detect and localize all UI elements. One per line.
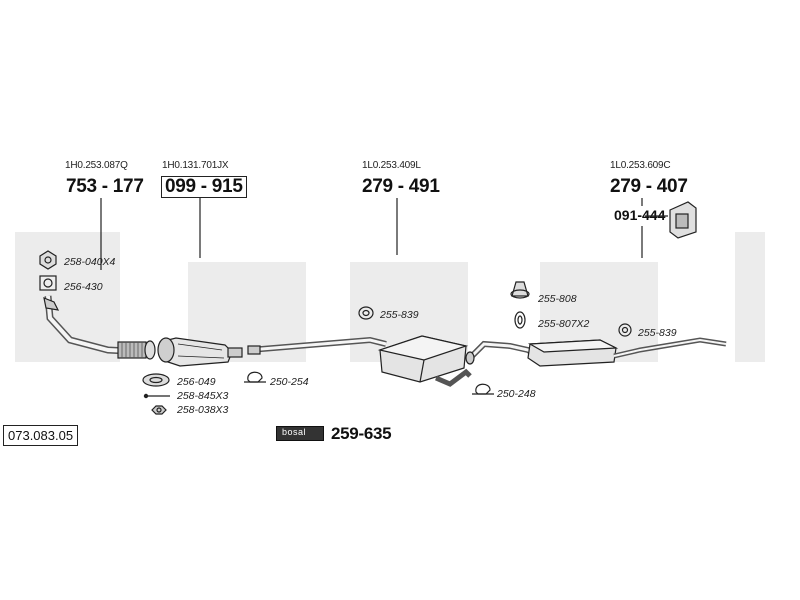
label-clamp-rear: 250-248 bbox=[497, 388, 536, 400]
watermark-letter-l bbox=[735, 232, 765, 362]
clamp-rear-icon bbox=[475, 383, 491, 395]
rubber-ring-hole bbox=[517, 315, 523, 325]
nut-hole bbox=[156, 407, 162, 413]
label-bolt: 258-845X3 bbox=[177, 390, 229, 402]
flange-hole bbox=[43, 278, 53, 288]
catalyst-inlet bbox=[157, 337, 175, 363]
label-gasket-top: 258-040X4 bbox=[64, 256, 116, 268]
rear-pipe-inlet bbox=[465, 351, 475, 365]
catalyst-outlet bbox=[227, 347, 243, 358]
clamp-front-icon bbox=[247, 371, 263, 383]
catalog-number: 073.083.05 bbox=[3, 425, 79, 446]
middle-silencer-top bbox=[377, 335, 469, 361]
rubber-rear-hole bbox=[621, 326, 629, 334]
rubber-hanger-base bbox=[510, 289, 530, 299]
oem-ref-rear-silencer: 1L0.253.609C bbox=[610, 160, 671, 171]
part-number-middle-silencer: 279 - 491 bbox=[362, 176, 440, 197]
catalyst-shading bbox=[177, 343, 225, 359]
part-number-rear-silencer: 279 - 407 bbox=[610, 176, 688, 197]
tail-pipe-inner bbox=[613, 338, 727, 357]
label-rubber-rear: 255-839 bbox=[638, 327, 677, 339]
intermediate-pipe-inner bbox=[249, 338, 387, 352]
label-rubber-hanger: 255-808 bbox=[538, 293, 577, 305]
label-nut: 258-038X3 bbox=[177, 404, 229, 416]
hanger-bracket-rubber bbox=[675, 213, 689, 229]
front-pipe-flange bbox=[43, 297, 60, 311]
part-number-front-pipe: 753 - 177 bbox=[66, 176, 144, 197]
gasket-top-hole bbox=[44, 256, 52, 264]
flange-icon bbox=[39, 275, 57, 291]
middle-silencer-outlet bbox=[435, 368, 472, 387]
brand-logo: bosal bbox=[282, 427, 307, 437]
middle-silencer-edge bbox=[419, 359, 425, 383]
kit-number: 259-635 bbox=[331, 424, 392, 443]
flex-joint-ribs bbox=[121, 342, 143, 358]
brand-logo-box: bosal bbox=[276, 426, 324, 441]
label-clamp-front: 250-254 bbox=[270, 376, 309, 388]
rubber-hanger-icon bbox=[511, 281, 529, 297]
bolt-head bbox=[143, 393, 149, 399]
nut-icon bbox=[151, 405, 167, 415]
part-number-catalyst: 099 - 915 bbox=[161, 176, 247, 198]
label-rubber-ring: 255-807X2 bbox=[538, 318, 590, 330]
label-flange: 256-430 bbox=[64, 281, 103, 293]
oem-ref-middle-silencer: 1L0.253.409L bbox=[362, 160, 421, 171]
label-rubber-mid: 255-839 bbox=[380, 309, 419, 321]
rubber-ring-icon bbox=[514, 311, 526, 329]
label-ring: 256-049 bbox=[177, 376, 216, 388]
rubber-mid-icon bbox=[358, 306, 374, 320]
intermediate-pipe-sleeve bbox=[247, 345, 261, 355]
ring-icon bbox=[142, 373, 170, 387]
oem-ref-front-pipe: 1H0.253.087Q bbox=[65, 160, 128, 171]
front-pipe-end-flange bbox=[144, 340, 156, 360]
rear-silencer-top bbox=[527, 339, 619, 353]
rubber-mid-hole bbox=[362, 309, 370, 317]
ring-hole bbox=[149, 376, 163, 384]
gasket-top-icon bbox=[39, 250, 57, 270]
rubber-rear-icon bbox=[618, 323, 632, 337]
part-number-hanger: 091-444 bbox=[614, 207, 666, 223]
oem-ref-catalyst: 1H0.131.701JX bbox=[162, 160, 229, 171]
